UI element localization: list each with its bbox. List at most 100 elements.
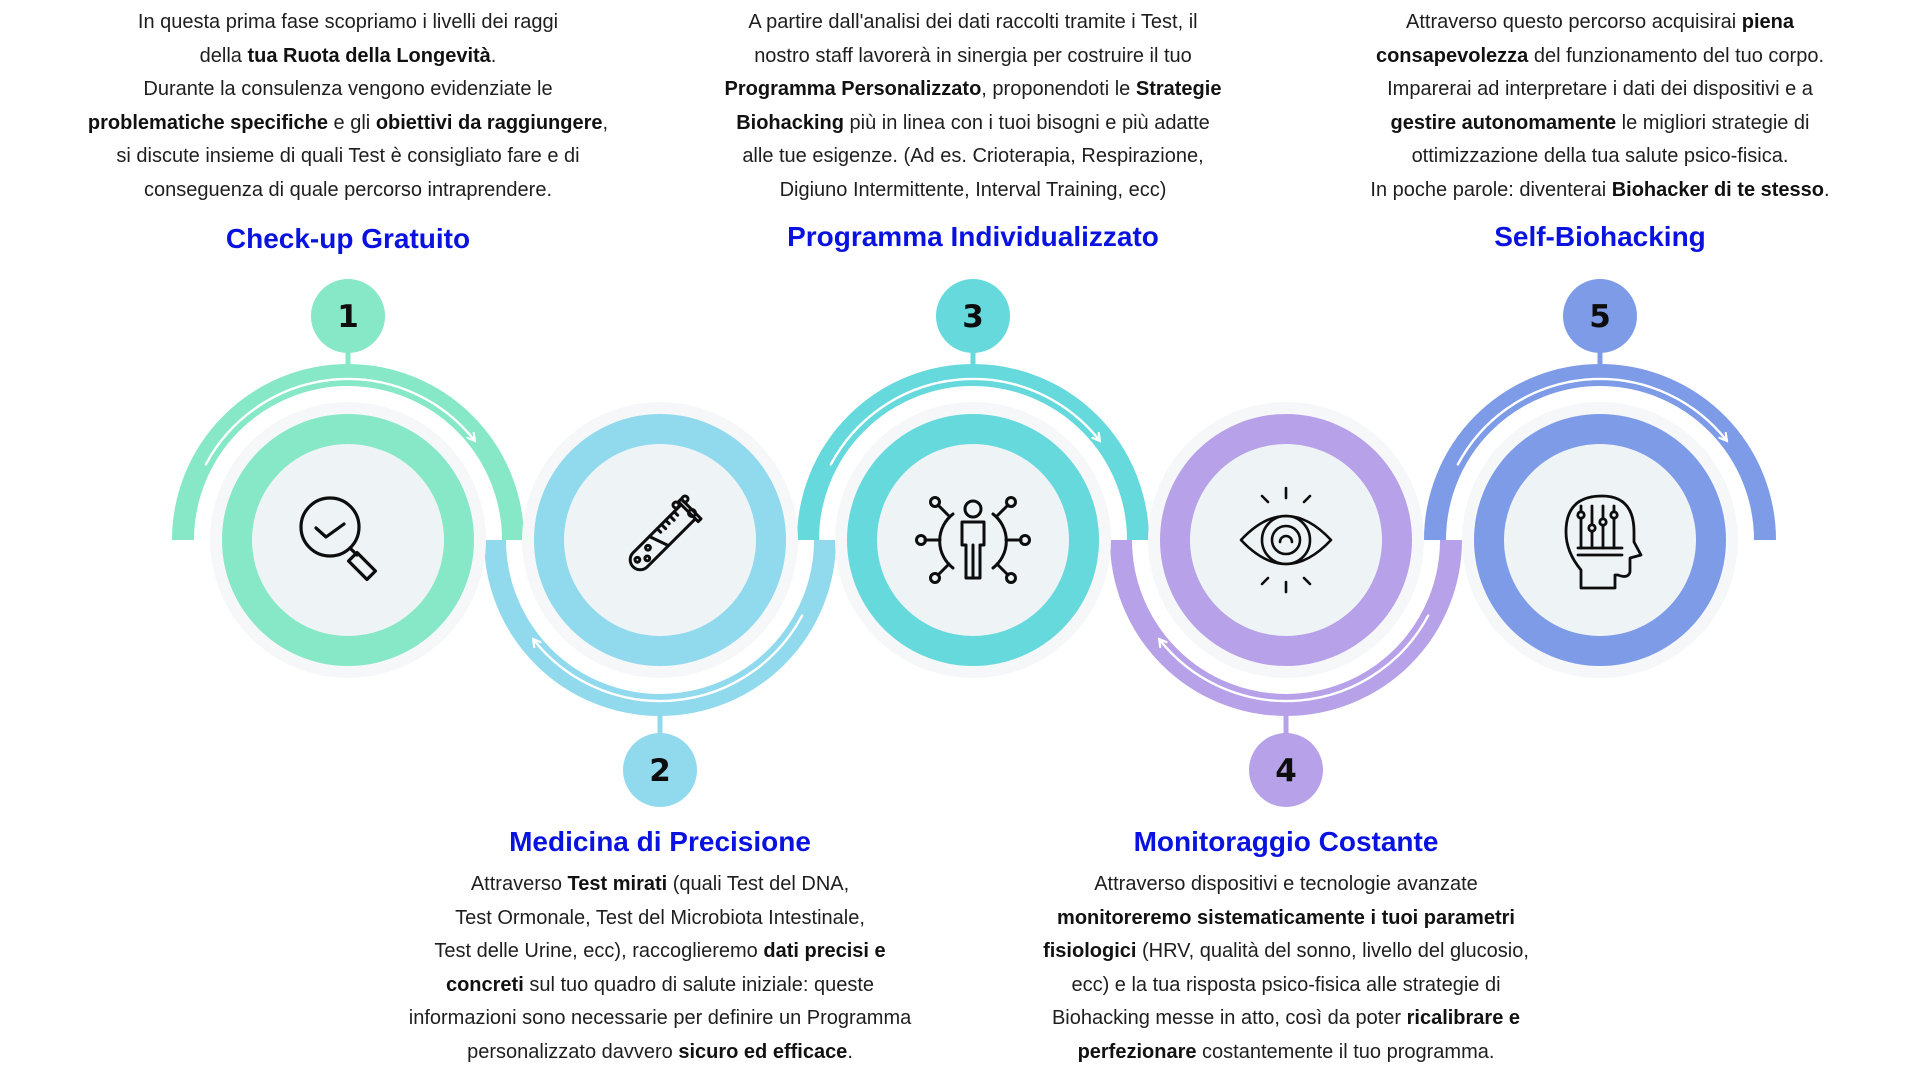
step-2-arrow-line <box>531 614 804 703</box>
step-2-badge-stem <box>657 714 663 735</box>
text: Attraverso questo percorso acquisirai <box>1406 11 1742 33</box>
bold-text: problematiche specifiche <box>87 111 328 134</box>
bold-text: Biohacking <box>736 111 844 134</box>
description-line: della tua Ruota della Longevità. <box>58 40 638 74</box>
text: costantemente il tuo programma. <box>1196 1040 1495 1063</box>
bold-text: ricalibrare e <box>1406 1007 1521 1029</box>
description-line: Digiuno Intermittente, Interval Training… <box>683 174 1263 208</box>
step-1-title: Check-up Gratuito <box>225 223 471 254</box>
text: Test Ormonale, Test del Microbiota Intes… <box>455 906 865 929</box>
step-1-badge-stem <box>345 351 351 366</box>
description-line: Test Ormonale, Test del Microbiota Intes… <box>360 902 960 936</box>
connector-arcs <box>172 364 1776 716</box>
step-2-description: Attraverso Test mirati (quali Test del D… <box>360 868 960 1069</box>
step-1-arrow-line <box>204 377 477 466</box>
bold-text: Strategie <box>1135 78 1222 100</box>
step-4-connector-arc <box>1110 539 1462 716</box>
step-4-number-badge <box>1249 733 1323 807</box>
test-tube-icon <box>628 494 703 572</box>
step-2-title: Medicina di Precisione <box>509 826 811 857</box>
text: della <box>199 44 248 67</box>
step-3-badge-stem <box>970 351 976 366</box>
description-line: monitoreremo sistematicamente i tuoi par… <box>996 902 1576 936</box>
description-line: Attraverso dispositivi e tecnologie avan… <box>996 868 1576 902</box>
step-3-arrow-line <box>829 377 1102 466</box>
step-1-number: 1 <box>337 299 359 335</box>
step-1-number-badge <box>311 279 385 353</box>
description-line: perfezionare costantemente il tuo progra… <box>996 1036 1576 1070</box>
description-line: personalizzato davvero sicuro ed efficac… <box>360 1036 960 1070</box>
text: e gli <box>328 111 376 134</box>
step-4-arrowhead-icon <box>1157 637 1168 649</box>
description-line: Biohacking messe in atto, così da poter … <box>996 1002 1576 1036</box>
text: Durante la consulenza vengono evidenziat… <box>143 78 553 100</box>
bold-text: tua Ruota della Longevità <box>247 44 491 67</box>
bold-text: Biohacker di te stesso <box>1611 178 1825 201</box>
text: . <box>847 1040 853 1063</box>
text: informazioni sono necessarie per definir… <box>408 1007 912 1029</box>
eye-icon <box>1239 486 1333 594</box>
description-line: problematiche specifiche e gli obiettivi… <box>58 107 638 141</box>
step-5-description: Attraverso questo percorso acquisirai pi… <box>1310 6 1890 207</box>
step-5-arrowhead-icon <box>1718 431 1729 443</box>
text: Test delle Urine, ecc), raccoglieremo <box>434 940 764 962</box>
bold-text: gestire autonomamente <box>1390 111 1617 134</box>
person-network-icon <box>915 496 1031 584</box>
step-3-description: A partire dall'analisi dei dati raccolti… <box>683 6 1263 207</box>
text: alle tue esigenze. (Ad es. Crioterapia, … <box>742 145 1204 167</box>
step-3-number: 3 <box>962 299 984 335</box>
step-icons <box>299 486 1643 594</box>
text: Digiuno Intermittente, Interval Training… <box>779 178 1167 201</box>
magnifier-check-icon <box>299 496 378 582</box>
text: personalizzato davvero <box>467 1040 679 1063</box>
text: le migliori strategie di <box>1616 111 1810 134</box>
step-rings <box>210 402 1738 678</box>
description-line: nostro staff lavorerà in sinergia per co… <box>683 40 1263 74</box>
step-3-arrowhead-icon <box>1091 431 1102 443</box>
step-5-number-badge <box>1563 279 1637 353</box>
step-1-description: In questa prima fase scopriamo i livelli… <box>58 6 638 207</box>
description-line: consapevolezza del funzionamento del tuo… <box>1310 40 1890 74</box>
step-3-number-badge <box>936 279 1010 353</box>
text: , <box>602 111 609 134</box>
step-4-description: Attraverso dispositivi e tecnologie avan… <box>996 868 1576 1069</box>
bold-text: consapevolezza <box>1375 44 1529 67</box>
text: ottimizzazione della tua salute psico-fi… <box>1411 145 1789 167</box>
step-2-arrowhead-icon <box>531 637 542 649</box>
bold-text: obiettivi da raggiungere <box>375 111 603 134</box>
step-3-connector-arc <box>797 364 1149 541</box>
description-line: Durante la consulenza vengono evidenziat… <box>58 73 638 107</box>
description-line: ecc) e la tua risposta psico-fisica alle… <box>996 969 1576 1003</box>
text: A partire dall'analisi dei dati raccolti… <box>748 11 1198 33</box>
text: ecc) e la tua risposta psico-fisica alle… <box>1071 973 1501 996</box>
bold-text: Test mirati <box>567 873 668 895</box>
description-line: Biohacking più in linea con i tuoi bisog… <box>683 107 1263 141</box>
bold-text: Programma Personalizzato <box>724 78 982 100</box>
bold-text: fisiologici <box>1043 940 1137 962</box>
description-line: Attraverso Test mirati (quali Test del D… <box>360 868 960 902</box>
text: Attraverso <box>470 873 568 895</box>
text: (quali Test del DNA, <box>667 873 850 895</box>
step-5-number: 5 <box>1589 299 1611 335</box>
text: In questa prima fase scopriamo i livelli… <box>137 11 559 33</box>
step-5-disk <box>1504 444 1696 636</box>
head-sliders-icon <box>1564 494 1643 590</box>
text: , proponendoti le <box>981 78 1136 100</box>
step-5-connector-arc <box>1424 364 1776 541</box>
bold-text: monitoreremo sistematicamente i tuoi par… <box>1057 906 1515 929</box>
description-line: A partire dall'analisi dei dati raccolti… <box>683 6 1263 40</box>
text: si discute insieme di quali Test è consi… <box>116 145 580 167</box>
description-line: gestire autonomamente le migliori strate… <box>1310 107 1890 141</box>
description-line: conseguenza di quale percorso intraprend… <box>58 174 638 208</box>
text: del funzionamento del tuo corpo. <box>1528 44 1825 67</box>
step-4-disk <box>1190 444 1382 636</box>
step-4-badge-stem <box>1283 714 1289 735</box>
bold-text: concreti <box>445 973 524 996</box>
step-1-arrowhead-icon <box>466 431 477 443</box>
description-line: In questa prima fase scopriamo i livelli… <box>58 6 638 40</box>
text: più in linea con i tuoi bisogni e più ad… <box>843 111 1210 134</box>
description-line: informazioni sono necessarie per definir… <box>360 1002 960 1036</box>
step-5-title: Self-Biohacking <box>1494 221 1706 252</box>
step-4-number: 4 <box>1275 753 1297 789</box>
